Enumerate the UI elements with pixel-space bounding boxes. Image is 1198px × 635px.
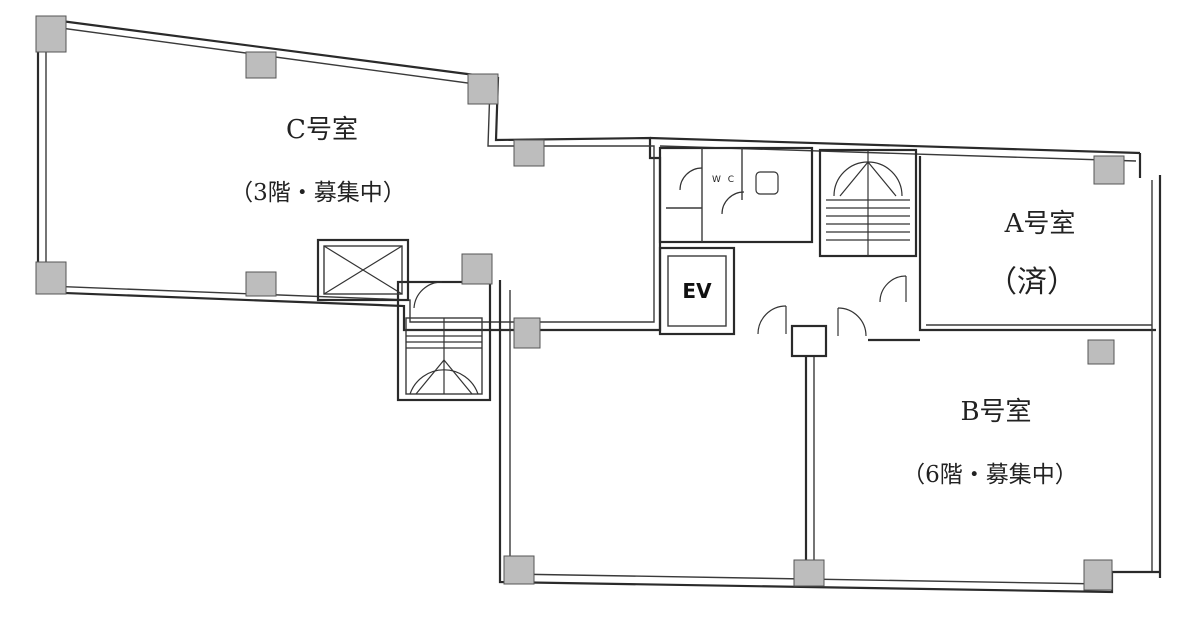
elevator <box>658 246 736 336</box>
room-b-walls <box>498 280 1160 594</box>
columns <box>35 15 1125 591</box>
core-walls <box>649 136 1142 178</box>
toilet-label: W C <box>712 175 736 185</box>
room-b-name: B号室 <box>960 397 1031 427</box>
room-a-status: （済） <box>987 265 1077 300</box>
stair-lower-left <box>396 280 492 402</box>
shaft-lower-left <box>316 238 410 302</box>
wc-block <box>658 146 814 244</box>
room-c-walls <box>36 16 662 332</box>
elevator-label: EV <box>682 279 712 303</box>
room-a-walls <box>918 156 1162 578</box>
corridor-doors <box>757 275 907 358</box>
stair-upper <box>818 148 918 258</box>
room-c-status: （3階・募集中） <box>230 180 406 206</box>
room-a-name: A号室 <box>1004 209 1076 239</box>
room-c-name: C号室 <box>286 115 358 145</box>
room-b-status: （6階・募集中） <box>902 462 1078 488</box>
